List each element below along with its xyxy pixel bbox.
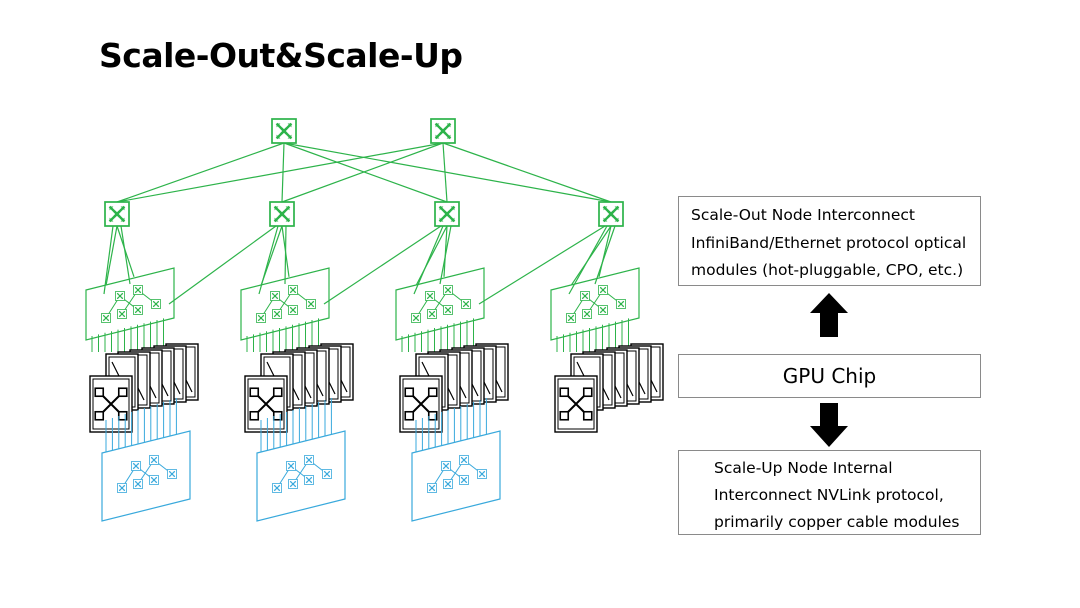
switch-icon xyxy=(288,479,298,489)
switch-icon xyxy=(616,299,626,309)
switch-icon xyxy=(256,313,266,323)
spine-switch-icon-2 xyxy=(430,118,456,144)
pod-2 xyxy=(168,225,354,522)
switch-icon xyxy=(580,291,590,301)
switch-icon xyxy=(322,469,332,479)
spine-switch-icon-1 xyxy=(271,118,297,144)
switch-icon xyxy=(582,309,592,319)
pod-1 xyxy=(85,225,199,522)
scale-out-panel-3 xyxy=(395,267,485,341)
switch-icon xyxy=(443,285,453,295)
scale-up-panel-2 xyxy=(256,430,346,522)
gpu-chip-box: GPU Chip xyxy=(678,354,981,398)
switch-icon xyxy=(101,313,111,323)
scale-up-line-1: Scale-Up Node Internal xyxy=(714,459,893,477)
scale-out-fibers-1 xyxy=(91,318,164,352)
spine-leaf-links xyxy=(116,142,612,203)
gpu-chip-label: GPU Chip xyxy=(782,364,877,388)
switch-icon xyxy=(443,305,453,315)
switch-icon xyxy=(149,475,159,485)
leaf-switch-icon-1 xyxy=(104,201,130,227)
switch-icon xyxy=(477,469,487,479)
switch-icon xyxy=(270,291,280,301)
gpu-stack-4 xyxy=(554,343,664,433)
switch-icon xyxy=(286,461,296,471)
leaf-switch-icon-2 xyxy=(269,201,295,227)
switch-icon xyxy=(441,461,451,471)
switch-icon xyxy=(288,305,298,315)
switch-icon xyxy=(272,309,282,319)
gpu-chip-icon xyxy=(554,375,598,433)
scale-out-line-2: InfiniBand/Ethernet protocol optical xyxy=(691,233,967,252)
leaf-panel-links xyxy=(103,225,616,295)
scale-out-line-1: Scale-Out Node Interconnect xyxy=(691,206,915,224)
pod-4 xyxy=(478,225,664,433)
leaf-switch-icon-4 xyxy=(598,201,624,227)
scale-out-fibers-4 xyxy=(556,318,629,352)
switch-icon xyxy=(427,309,437,319)
switch-icon xyxy=(272,483,282,493)
switch-icon xyxy=(598,285,608,295)
switch-icon xyxy=(117,483,127,493)
switch-icon xyxy=(304,455,314,465)
switch-icon xyxy=(461,299,471,309)
switch-icon xyxy=(566,313,576,323)
switch-icon xyxy=(131,461,141,471)
switch-icon xyxy=(427,483,437,493)
switch-icon xyxy=(167,469,177,479)
scale-out-panel-4 xyxy=(550,267,640,341)
arrow-up-icon xyxy=(810,293,848,337)
scale-up-panel-1 xyxy=(101,430,191,522)
gpu-stack-2 xyxy=(244,343,354,433)
switch-icon xyxy=(425,291,435,301)
switch-icon xyxy=(133,285,143,295)
switch-icon xyxy=(459,455,469,465)
switch-icon xyxy=(133,305,143,315)
scale-up-line-2: Interconnect NVLink protocol, xyxy=(714,486,944,504)
scale-out-description-box: Scale-Out Node Interconnect InfiniBand/E… xyxy=(678,196,981,286)
scale-out-panel-1 xyxy=(85,267,175,341)
scale-up-line-3: primarily copper cable modules xyxy=(714,513,960,531)
gpu-stack-3 xyxy=(399,343,509,433)
page-title: Scale-Out&Scale-Up xyxy=(99,36,463,75)
switch-icon xyxy=(288,285,298,295)
switch-icon xyxy=(117,309,127,319)
scale-up-panel-3 xyxy=(411,430,501,522)
switch-icon xyxy=(411,313,421,323)
switch-icon xyxy=(598,305,608,315)
switch-icon xyxy=(459,475,469,485)
scale-up-description-box: Scale-Up Node Internal Interconnect NVLi… xyxy=(678,450,981,535)
switch-icon xyxy=(306,299,316,309)
switch-icon xyxy=(149,455,159,465)
arrow-down-icon xyxy=(810,403,848,447)
scale-out-panel-2 xyxy=(240,267,330,341)
switch-icon xyxy=(133,479,143,489)
switch-icon xyxy=(304,475,314,485)
leaf-switch-icon-3 xyxy=(434,201,460,227)
switch-icon xyxy=(443,479,453,489)
switch-icon xyxy=(151,299,161,309)
switch-icon xyxy=(115,291,125,301)
scale-out-line-3: modules (hot-pluggable, CPO, etc.) xyxy=(691,261,964,279)
